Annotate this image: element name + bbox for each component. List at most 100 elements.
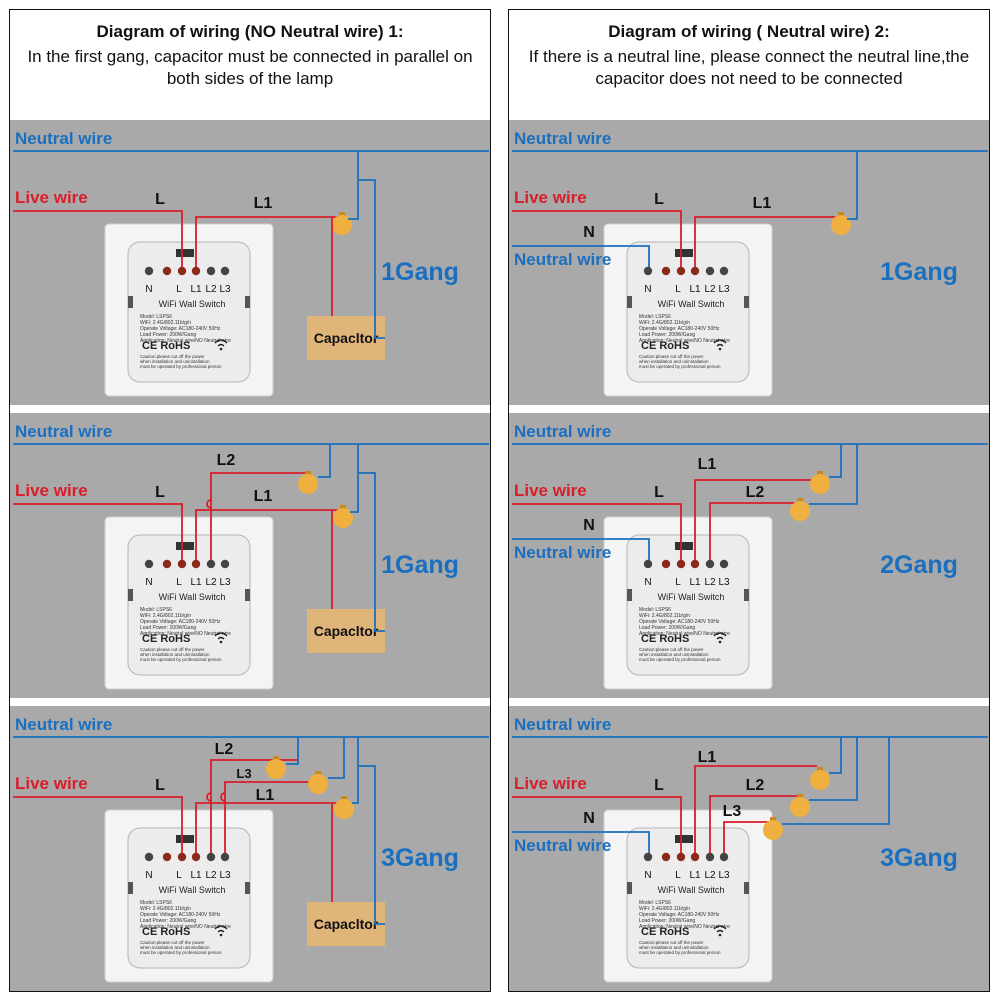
terminal-label: L1: [190, 284, 202, 295]
device-spec: Model: LSPS6: [140, 314, 172, 320]
wifi-icon: [713, 925, 727, 933]
gang-count-label: 1Gang: [381, 551, 459, 579]
L3-wire: [723, 821, 773, 853]
device-spec: Application: Neutral wire/NO Neutral wir…: [639, 338, 730, 344]
switch-module: [626, 534, 750, 676]
lamp-icon: [308, 771, 328, 794]
terminal-screw: [719, 852, 729, 862]
device-spec: Load Power: 200W/Gang: [639, 332, 695, 338]
device-spec: WiFi: 2.4G/802.11b/g/n: [140, 906, 191, 912]
wire-crossover: [220, 792, 226, 802]
terminal-label: L2: [205, 577, 217, 588]
terminal-screw: [191, 266, 201, 276]
wifi-icon: [713, 339, 727, 347]
relay-block: [675, 835, 693, 843]
device-title: WiFi Wall Switch: [159, 885, 226, 895]
terminal-label: L2: [704, 577, 716, 588]
switch-module: [127, 241, 251, 383]
device-caution: Caution:please cut off the power: [639, 354, 704, 359]
device-spec: Operate Voltage: AC180-240V 50Hz: [639, 912, 720, 918]
column-title: Diagram of wiring (NO Neutral wire) 1:: [96, 22, 404, 41]
L2-tag: L2: [746, 484, 765, 501]
device-caution: when installation and uninstallation: [140, 359, 210, 364]
L2-wire: [709, 795, 797, 853]
capacitor-component: Capacltor: [307, 316, 385, 360]
live-wire-label: Live wire: [15, 774, 88, 793]
L3-wire: [224, 781, 318, 853]
terminal-screw: [690, 266, 700, 276]
capacitor-label: Capacltor: [314, 916, 379, 932]
device-caution: when installation and uninstallation: [639, 945, 709, 950]
terminal-screw: [643, 266, 653, 276]
device-caution: when installation and uninstallation: [639, 652, 709, 657]
terminal-label: L3: [219, 577, 231, 588]
terminal-L-tag: L: [155, 191, 165, 208]
gang-count-label: 2Gang: [880, 551, 958, 579]
diagram-no-neutral: Diagram of wiring (NO Neutral wire) 1: I…: [9, 9, 491, 992]
column-description: In the first gang, capacitor must be con…: [27, 47, 473, 88]
lamp-neutral-return: [348, 151, 359, 220]
terminal-screw: [162, 559, 172, 569]
device-spec: Application: Neutral wire/NO Neutral wir…: [639, 631, 730, 637]
terminal-screw: [206, 852, 216, 862]
certification-mark: CE RoHS: [641, 340, 689, 352]
relay-block: [176, 249, 194, 257]
terminal-screw: [220, 266, 230, 276]
side-clip: [744, 882, 749, 894]
terminal-screw: [661, 559, 671, 569]
live-wire-line: [13, 503, 183, 560]
device-caution: must be operated by professional person: [639, 364, 721, 369]
terminal-L-tag: L: [654, 777, 664, 794]
L1-tag: L1: [254, 195, 273, 212]
neutral-wire-label: Neutral wire: [514, 715, 611, 734]
terminal-screw: [690, 852, 700, 862]
capacitor-label: Capacltor: [314, 330, 379, 346]
side-clip: [627, 296, 632, 308]
switch-module: [127, 827, 251, 969]
terminal-label: L3: [219, 284, 231, 295]
L2-wire: [709, 502, 797, 560]
terminal-label: L: [675, 577, 681, 588]
device-caution: Caution:please cut off the power: [140, 940, 205, 945]
side-clip: [128, 296, 133, 308]
terminal-label: L1: [689, 577, 701, 588]
side-clip: [627, 589, 632, 601]
L1-tag: L1: [256, 787, 275, 804]
L1-tag: L1: [254, 488, 273, 505]
terminal-screw: [643, 559, 653, 569]
device-caution: Caution:please cut off the power: [140, 354, 205, 359]
certification-mark: CE RoHS: [142, 340, 190, 352]
lamp-icon: [266, 756, 286, 779]
terminal-screw: [220, 852, 230, 862]
L1-wire: [694, 765, 817, 853]
capacitor-lead-neutral: [358, 179, 385, 339]
terminal-screw: [719, 266, 729, 276]
lamp-icon: [831, 212, 851, 235]
side-clip: [245, 882, 250, 894]
L1-wire: [694, 216, 841, 267]
side-clip: [627, 882, 632, 894]
L1-wire: [195, 802, 342, 853]
L1-tag: L1: [698, 749, 717, 766]
device-caution: must be operated by professional person: [639, 950, 721, 955]
lamp3-neutral-return: [782, 737, 890, 825]
device-spec: WiFi: 2.4G/802.11b/g/n: [639, 906, 690, 912]
terminal-screw: [206, 266, 216, 276]
gang-count-label: 1Gang: [381, 258, 459, 286]
neutral-wire-label: Neutral wire: [15, 422, 112, 441]
lamp2-neutral-return: [286, 737, 299, 765]
terminal-label: L3: [718, 870, 730, 881]
neutral-wire-label: Neutral wire: [15, 129, 112, 148]
L3-tag: L3: [236, 766, 251, 781]
neutral-wire-label: Neutral wire: [514, 129, 611, 148]
lamp1-neutral-return: [829, 737, 842, 774]
device-spec: Model: LSPS6: [639, 314, 671, 320]
